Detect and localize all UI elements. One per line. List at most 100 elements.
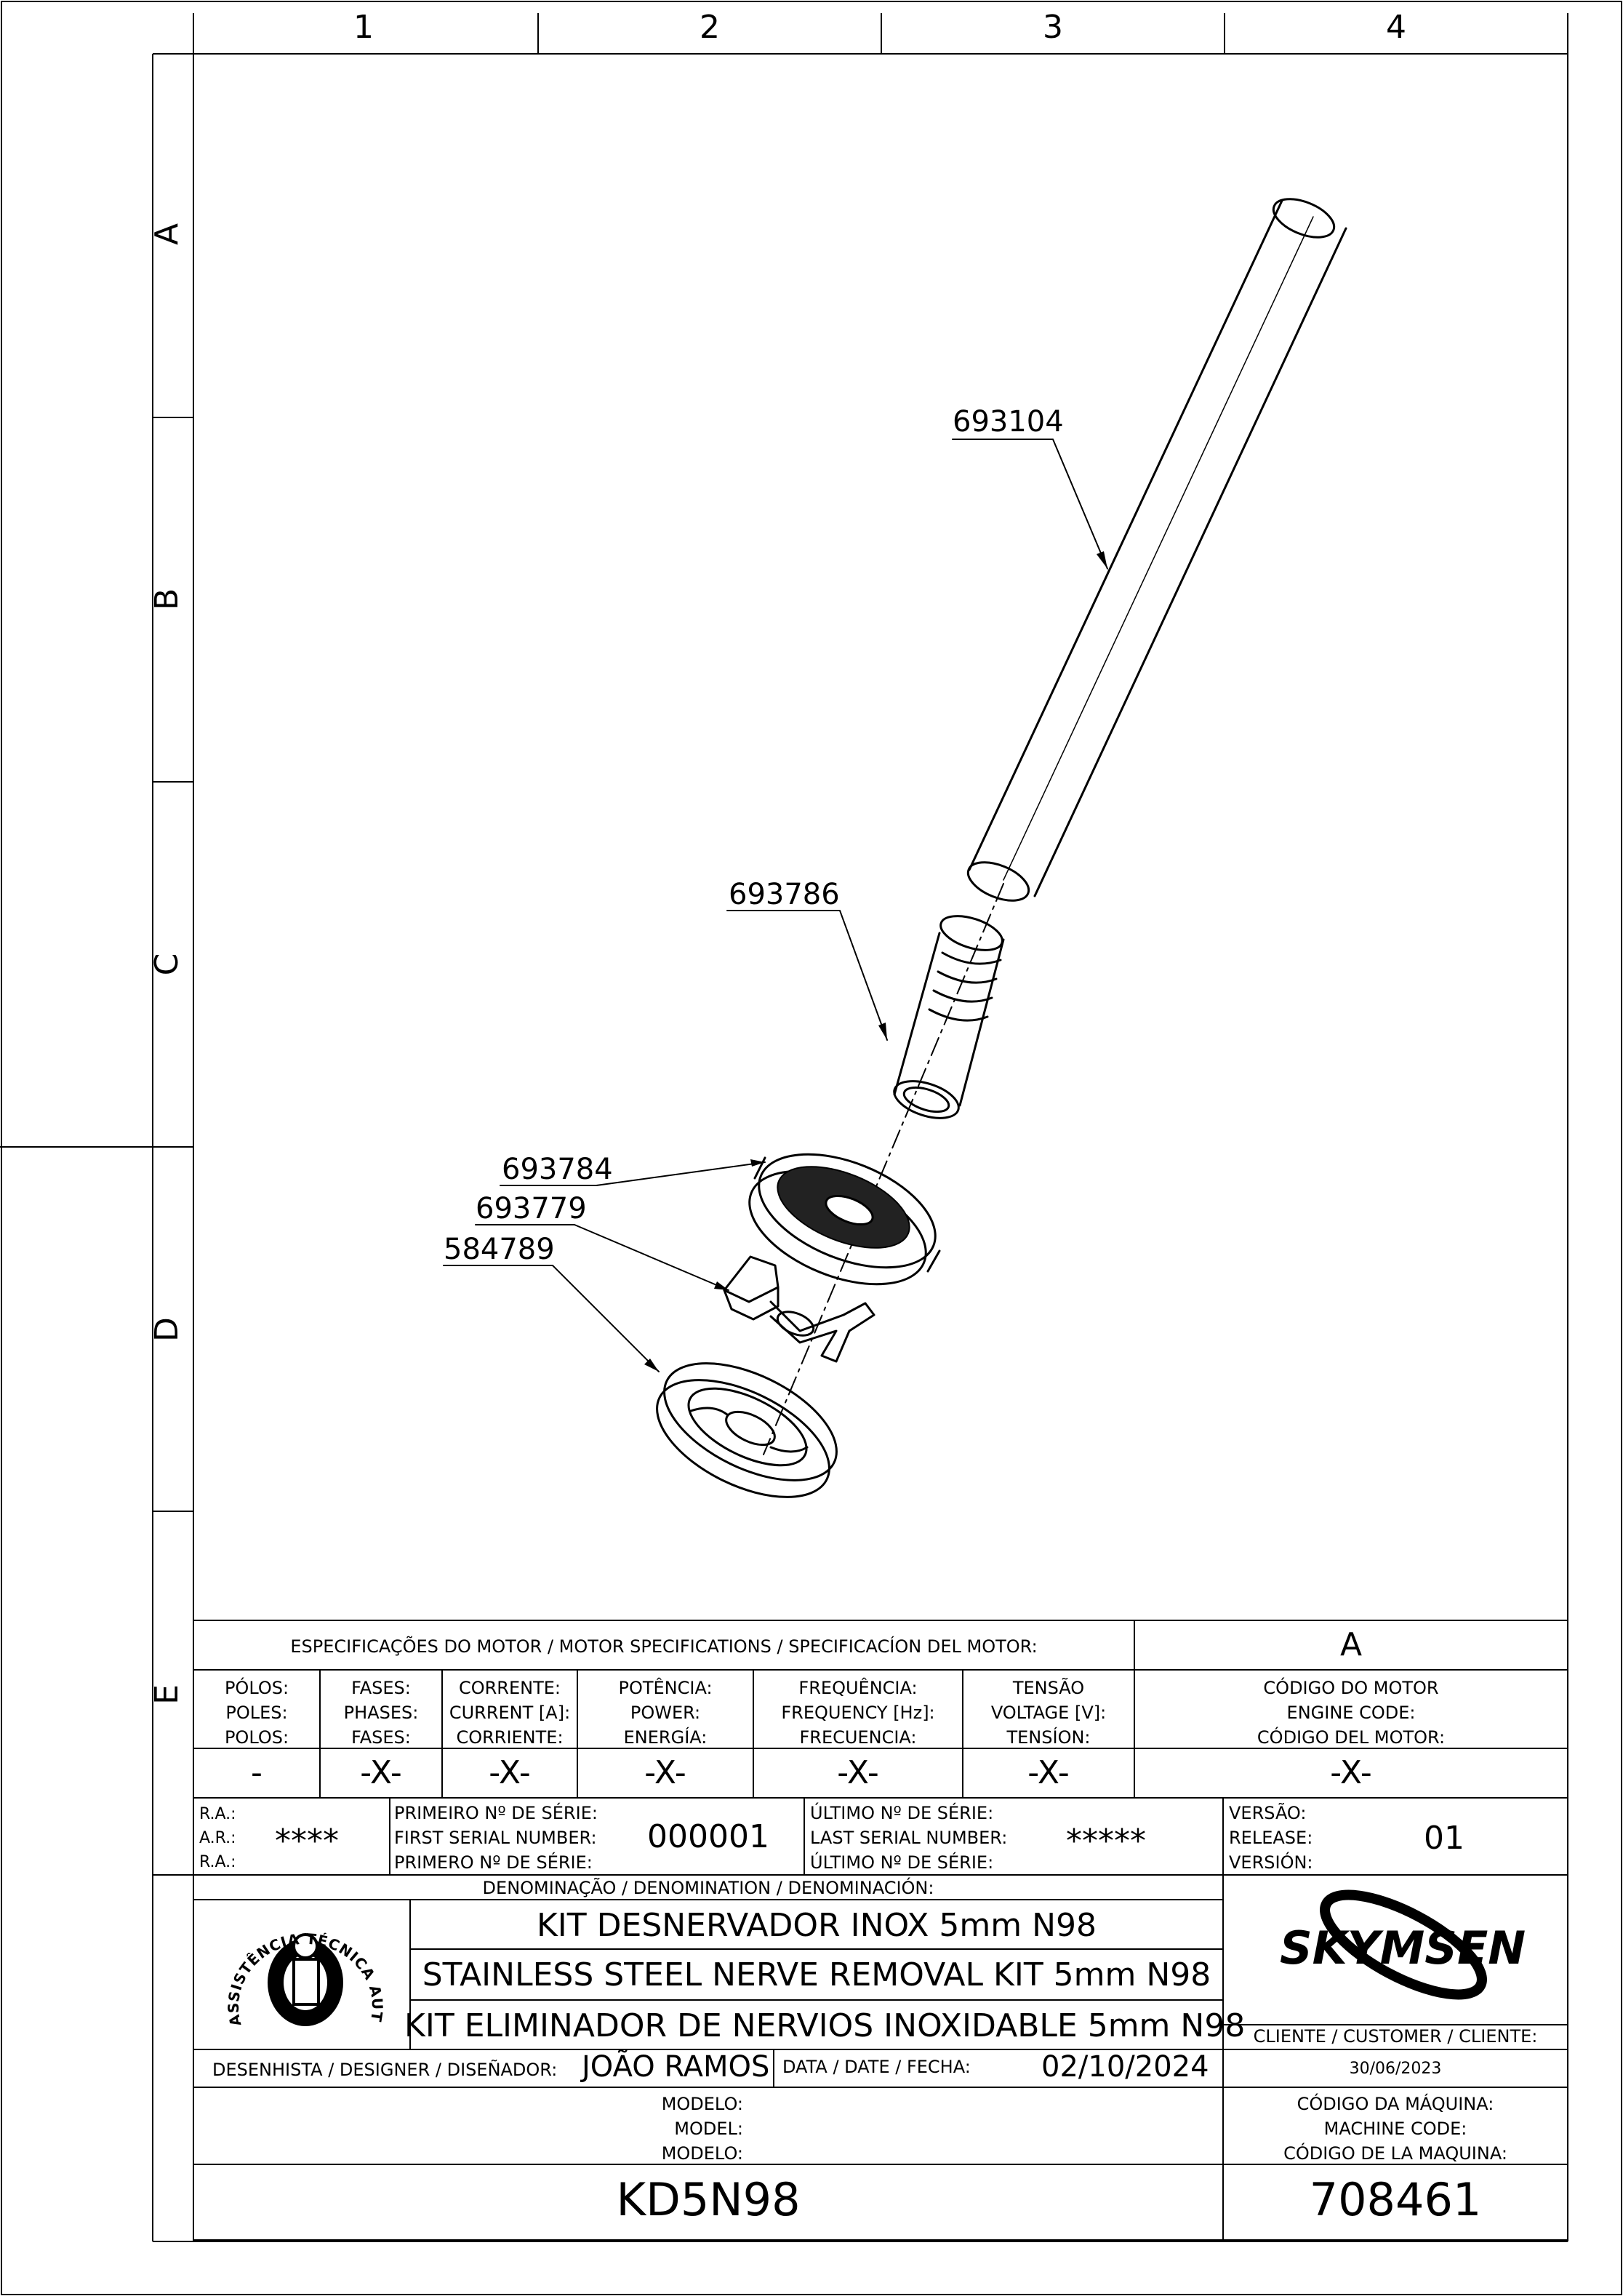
last-serial-labels: ÚLTIMO Nº DE SÉRIE: LAST SERIAL NUMBER: … [810, 1801, 1007, 1875]
spec-label: POLOS: [224, 1727, 289, 1748]
ra-label: R.A.: [199, 1805, 236, 1823]
spec-engine-code: CÓDIGO DO MOTOR ENGINE CODE: CÓDIGO DEL … [1134, 1676, 1568, 1750]
callout-ring-plate: 584789 [444, 1233, 555, 1266]
spec-label: FREQUENCY [Hz]: [781, 1703, 935, 1723]
spec-label: CORRIENTE: [456, 1727, 564, 1748]
first-serial-labels: PRIMEIRO Nº DE SÉRIE: FIRST SERIAL NUMBE… [394, 1801, 598, 1875]
model-value: KD5N98 [616, 2173, 801, 2226]
spec-label: FRECUENCIA: [799, 1727, 917, 1748]
denomination-pt: KIT DESNERVADOR INOX 5mm N98 [536, 1907, 1097, 1944]
denomination-en: STAINLESS STEEL NERVE REMOVAL KIT 5mm N9… [422, 1956, 1211, 1993]
designer-label: DESENHISTA / DESIGNER / DISEÑADOR: [212, 2060, 558, 2080]
spec-label: CORRENTE: [458, 1678, 561, 1698]
spec-label: TENSÃO [1012, 1678, 1085, 1698]
spec-poles: PÓLOS: POLES: POLOS: [193, 1676, 320, 1750]
model-label: MODELO: [661, 2094, 743, 2114]
spec-current: CORRENTE: CURRENT [A]: CORRIENTE: [442, 1676, 577, 1750]
spec-frequency: FREQUÊNCIA: FREQUENCY [Hz]: FRECUENCIA: [753, 1676, 963, 1750]
ra-label: R.A.: [199, 1853, 236, 1871]
client-date: 30/06/2023 [1349, 2060, 1442, 2078]
spec-label: TENSÍON: [1006, 1727, 1091, 1748]
grid-column-label: 2 [700, 9, 720, 46]
grid-column-label: 4 [1386, 9, 1406, 46]
machine-code-label: CÓDIGO DE LA MAQUINA: [1283, 2143, 1507, 2164]
grid-column-label: 1 [353, 9, 374, 46]
skymsen-logo: SKYMSEN [1280, 1889, 1526, 2000]
spec-label: ENGINE CODE: [1286, 1703, 1416, 1723]
last-serial-label: ÚLTIMO Nº DE SÉRIE: [810, 1803, 994, 1823]
spec-label: PÓLOS: [224, 1678, 289, 1698]
spec-label: FREQUÊNCIA: [798, 1678, 918, 1698]
spec-label: CÓDIGO DEL MOTOR: [1257, 1727, 1446, 1748]
spec-label: ENERGÍA: [623, 1727, 708, 1748]
last-serial-label: ÚLTIMO Nº DE SÉRIE: [810, 1852, 994, 1873]
ring-plate-part [656, 1362, 838, 1498]
grid-row-label: D [148, 1317, 185, 1342]
spec-label: FASES: [351, 1678, 411, 1698]
version-label: VERSIÓN: [1229, 1852, 1313, 1873]
callout-cutter: 693779 [476, 1192, 587, 1225]
grid-row-label: C [148, 953, 185, 976]
drawing-date: 02/10/2024 [1041, 2050, 1209, 2084]
grid-row-label: A [148, 223, 185, 245]
spec-label: POWER: [630, 1703, 701, 1723]
last-serial-value: ***** [1066, 1823, 1146, 1860]
first-serial-label: PRIMEIRO Nº DE SÉRIE: [394, 1803, 598, 1823]
spec-label: POTÊNCIA: [618, 1678, 713, 1698]
machine-code-label: MACHINE CODE: [1323, 2119, 1467, 2139]
callout-adapter: 693786 [729, 878, 840, 911]
client-label: CLIENTE / CUSTOMER / CLIENTE: [1253, 2026, 1538, 2047]
ra-labels: R.A.: A.R.: R.A.: [199, 1802, 236, 1874]
perforated-plate-part [748, 1153, 941, 1286]
callout-perforated-plate: 693784 [502, 1153, 613, 1186]
brand-name: SKYMSEN [1280, 1921, 1526, 1975]
tube-part [966, 198, 1347, 902]
machine-code-labels: CÓDIGO DA MÁQUINA: MACHINE CODE: CÓDIGO … [1223, 2092, 1568, 2166]
spec-engine-code-value: -X- [1330, 1754, 1372, 1791]
revision-letter: A [1339, 1626, 1363, 1663]
last-serial-label: LAST SERIAL NUMBER: [810, 1828, 1008, 1848]
first-serial-label: FIRST SERIAL NUMBER: [394, 1828, 597, 1848]
motor-spec-header: ESPECIFICAÇÕES DO MOTOR / MOTOR SPECIFIC… [290, 1636, 1038, 1657]
spec-label: CURRENT [A]: [449, 1703, 571, 1723]
grid-column-label: 3 [1043, 9, 1063, 46]
spec-label: FASES: [351, 1727, 411, 1748]
version-label: RELEASE: [1229, 1828, 1313, 1848]
spec-power-value: -X- [644, 1754, 686, 1791]
version-value: 01 [1424, 1820, 1464, 1857]
first-serial-label: PRIMERO Nº DE SÉRIE: [394, 1852, 593, 1873]
denomination-label: DENOMINAÇÃO / DENOMINATION / DENOMINACIÓ… [482, 1878, 934, 1898]
spec-phases: FASES: PHASES: FASES: [320, 1676, 442, 1750]
grid-row-labels: A B C D E F [148, 223, 185, 1705]
spec-label: CÓDIGO DO MOTOR [1263, 1678, 1439, 1698]
model-label: MODELO: [661, 2143, 743, 2164]
version-label: VERSÃO: [1229, 1803, 1307, 1823]
spec-label: POLES: [225, 1703, 288, 1723]
spec-label: VOLTAGE [V]: [990, 1703, 1107, 1723]
spec-frequency-value: -X- [837, 1754, 879, 1791]
ra-label: A.R.: [199, 1829, 236, 1847]
spec-current-value: -X- [489, 1754, 531, 1791]
exploded-view [443, 198, 1347, 1498]
first-serial-value: 000001 [647, 1818, 769, 1855]
grid-row-label: E [148, 1684, 185, 1705]
version-labels: VERSÃO: RELEASE: VERSIÓN: [1229, 1801, 1313, 1875]
authorized-seal: ASSISTÊNCIA TÉCNICA AUTORIZADA [218, 1901, 385, 2028]
model-label: MODEL: [674, 2119, 743, 2139]
date-label: DATA / DATE / FECHA: [782, 2057, 971, 2077]
spec-phases-value: -X- [360, 1754, 402, 1791]
spec-voltage-value: -X- [1027, 1754, 1070, 1791]
cutter-part [723, 1255, 875, 1363]
ra-value: **** [275, 1823, 339, 1860]
model-labels: MODELO: MODEL: MODELO: [193, 2092, 743, 2166]
grid-row-label: B [148, 588, 185, 610]
designer-name: JOÃO RAMOS [582, 2050, 770, 2084]
spec-poles-value: - [251, 1754, 263, 1791]
spec-voltage: TENSÃO VOLTAGE [V]: TENSÍON: [963, 1676, 1134, 1750]
callout-tube: 693104 [953, 405, 1064, 439]
spec-label: PHASES: [343, 1703, 419, 1723]
adapter-part [893, 915, 1005, 1119]
machine-code-value: 708461 [1309, 2173, 1482, 2226]
